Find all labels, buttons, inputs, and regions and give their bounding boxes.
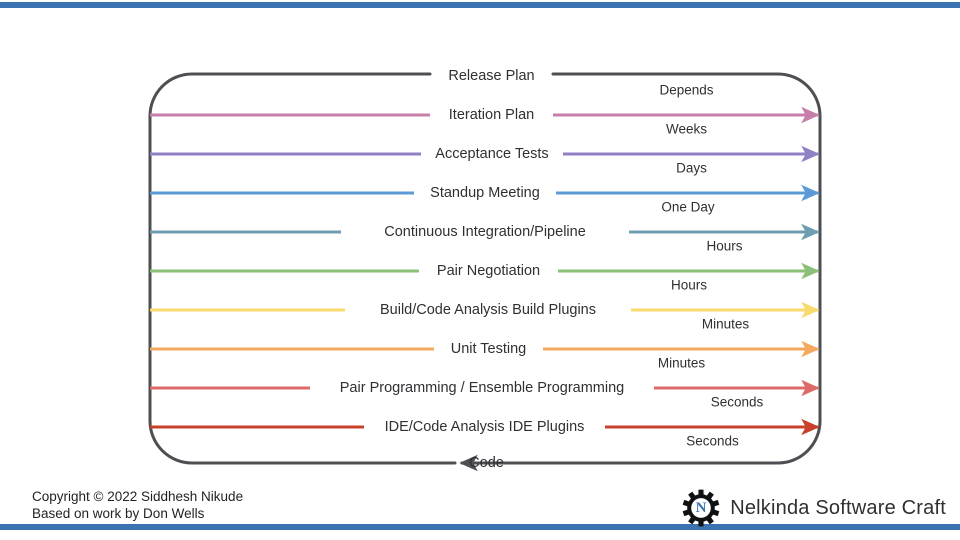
row-label: Pair Programming / Ensemble Programming: [340, 380, 624, 396]
row-time-label: Hours: [671, 278, 707, 293]
row-time-label: Seconds: [686, 434, 739, 449]
slide-footer: Copyright © 2022 Siddhesh Nikude Based o…: [0, 486, 960, 527]
row-time-label: Weeks: [666, 122, 707, 137]
top-accent-bar: [0, 2, 960, 8]
diagram-row: Code: [469, 455, 504, 471]
row-time-label: Hours: [706, 239, 742, 254]
row-label: Standup Meeting: [430, 185, 540, 201]
row-time-label: Days: [676, 161, 707, 176]
row-label: Iteration Plan: [449, 107, 534, 123]
row-label: Unit Testing: [451, 341, 527, 357]
bottom-accent-bar: [0, 524, 960, 530]
row-label: Continuous Integration/Pipeline: [384, 224, 586, 240]
brand-lockup: N Nelkinda Software Craft: [682, 489, 946, 527]
row-label: Release Plan: [448, 68, 534, 84]
row-time-label: Depends: [659, 83, 713, 98]
row-time-label: Seconds: [711, 395, 764, 410]
loop-box: [148, 72, 822, 472]
logo-letter: N: [696, 500, 707, 516]
row-label: IDE/Code Analysis IDE Plugins: [385, 419, 585, 435]
row-time-label: Minutes: [658, 356, 706, 371]
nelkinda-gear-logo-icon: N: [682, 489, 720, 527]
row-label: Code: [469, 455, 504, 471]
row-time-label: Minutes: [702, 317, 750, 332]
row-label: Acceptance Tests: [435, 146, 548, 162]
gear-icon-svg: N: [682, 489, 720, 527]
copyright-credits: Copyright © 2022 Siddhesh Nikude Based o…: [32, 489, 244, 521]
brand-name: Nelkinda Software Craft: [730, 496, 946, 519]
row-time-label: One Day: [661, 200, 715, 215]
row-label: Build/Code Analysis Build Plugins: [380, 302, 596, 318]
row-label: Pair Negotiation: [437, 263, 540, 279]
diagram-row: Pair Programming / Ensemble ProgrammingS…: [150, 379, 820, 410]
